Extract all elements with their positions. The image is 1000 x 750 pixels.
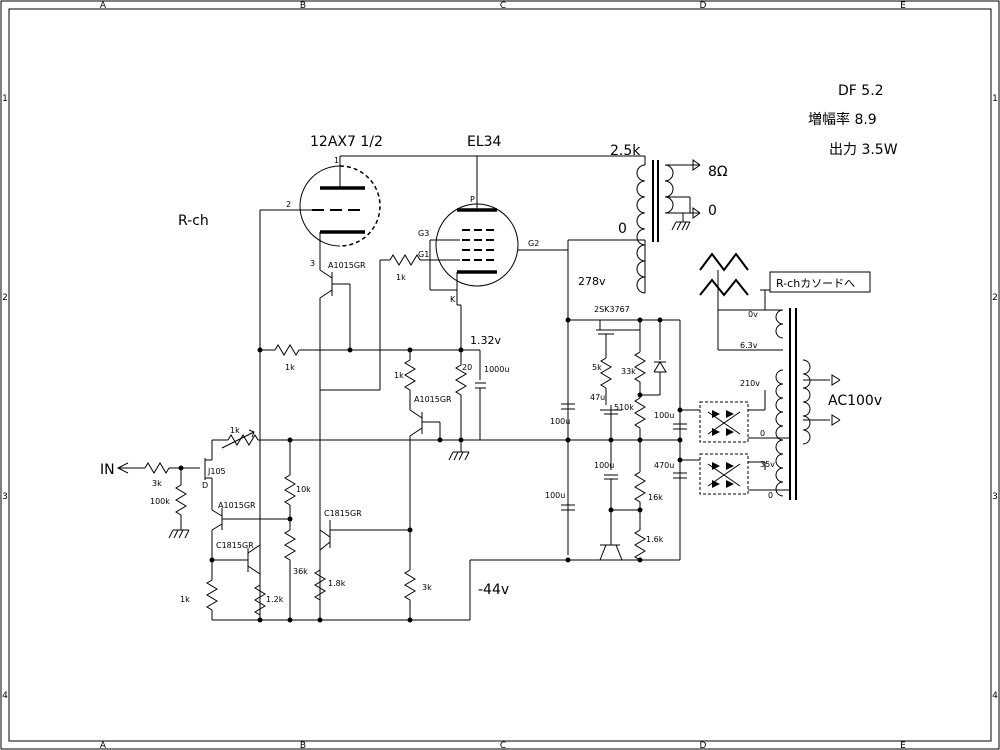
- ot-tap-0-label: 0: [708, 203, 717, 219]
- pin-label: 1: [334, 156, 339, 165]
- cathode-note-label: R-chカソードへ: [776, 277, 855, 290]
- part-label: 100u: [550, 417, 570, 426]
- pin-label: 2: [286, 200, 291, 209]
- part-label: 1.2k: [266, 595, 284, 604]
- col-label-bottom: A: [100, 741, 107, 750]
- ot-primary-zero-label: 0: [618, 221, 627, 237]
- neg-rail-voltage: -44v: [478, 582, 509, 598]
- triode-12ax7-symbol: [299, 156, 381, 270]
- row-label-right: 2: [992, 293, 998, 303]
- part-label: 20: [462, 363, 472, 372]
- part-label: 470u: [654, 461, 674, 470]
- sheet-inner-border: [8, 8, 992, 742]
- part-label: 510k: [614, 403, 634, 412]
- pin-label: 3: [310, 259, 315, 268]
- col-label-bottom: B: [300, 741, 306, 750]
- channel-label: R-ch: [178, 213, 209, 229]
- part-label: 33k: [621, 367, 636, 376]
- part-label: 3k: [152, 479, 162, 488]
- col-label-bottom: E: [900, 741, 906, 750]
- part-label: A1015GR: [328, 261, 366, 270]
- spec-df: DF 5.2: [838, 83, 884, 99]
- part-label: A1015GR: [414, 395, 452, 404]
- part-label: 100u: [594, 461, 614, 470]
- heater-symbol: [699, 252, 749, 297]
- pt-heater-0-label: 0v: [748, 310, 758, 319]
- part-label: 1k: [394, 371, 404, 380]
- row-label-left: 2: [2, 293, 8, 303]
- pt-lv-0-label: 0: [768, 491, 773, 500]
- power-transformer-symbol: [717, 270, 841, 500]
- row-label-right: 4: [992, 691, 998, 701]
- part-label: 5k: [592, 363, 602, 372]
- part-label: 100u: [545, 491, 565, 500]
- col-label-top: D: [700, 1, 707, 11]
- pin-label: G3: [418, 229, 429, 238]
- pin-label: G1: [418, 250, 429, 259]
- part-label: D: [202, 481, 208, 490]
- output-tube-label: EL34: [467, 134, 502, 150]
- frame-row-labels: 1 2 3 4 1 2 3 4: [2, 94, 998, 701]
- junctions: [178, 317, 683, 623]
- row-label-right: 1: [992, 94, 998, 104]
- part-label: 2SK3767: [594, 305, 630, 314]
- frame-col-labels: A B C D E A B C D E: [100, 1, 906, 750]
- row-label-left: 4: [2, 691, 8, 701]
- part-label: C1815GR: [324, 509, 362, 518]
- bridge-rectifier-hv: [699, 401, 749, 443]
- pt-hv-0-label: 0: [760, 429, 765, 438]
- spec-gain: 増幅率 8.9: [808, 111, 877, 128]
- part-label: 100k: [150, 497, 170, 506]
- part-label: A1015GR: [218, 501, 256, 510]
- col-label-top: A: [100, 1, 107, 11]
- part-label: 1.8k: [328, 579, 346, 588]
- part-label: 3k: [422, 583, 432, 592]
- input-label: IN: [100, 462, 115, 478]
- part-label: 1k: [230, 426, 240, 435]
- ot-tap-8-label: 8Ω: [708, 164, 728, 180]
- wiring: [118, 155, 790, 621]
- ot-primary-label: 2.5k: [610, 143, 641, 159]
- col-label-top: C: [500, 1, 506, 11]
- part-label: 16k: [648, 493, 663, 502]
- pin-label: K: [450, 295, 456, 304]
- part-label: J105: [207, 467, 226, 476]
- row-label-left: 3: [2, 492, 8, 502]
- col-label-bottom: C: [500, 741, 506, 750]
- part-label: 100u: [654, 411, 674, 420]
- pin-label: P: [470, 195, 475, 204]
- pentode-el34-symbol: [435, 156, 568, 305]
- output-transformer-symbol: [636, 159, 701, 294]
- part-label: 1k: [396, 273, 406, 282]
- cathode-voltage: 1.32v: [470, 334, 501, 347]
- pin-label: G2: [528, 239, 539, 248]
- part-label: 36k: [293, 567, 308, 576]
- cathode-note-box: [769, 271, 871, 293]
- input-arrow: [116, 462, 129, 474]
- pt-lv-label: 35v: [760, 460, 775, 469]
- part-label: 1k: [285, 363, 295, 372]
- row-label-right: 3: [992, 492, 998, 502]
- part-label: 47u: [590, 393, 605, 402]
- pt-hv-label: 210v: [740, 379, 760, 388]
- driver-tube-label: 12AX7 1/2: [310, 134, 383, 150]
- part-label: 1000u: [484, 365, 509, 374]
- part-label: 1.6k: [646, 535, 664, 544]
- row-label-left: 1: [2, 94, 8, 104]
- ac-input-label: AC100v: [828, 393, 882, 409]
- col-label-bottom: D: [700, 741, 707, 750]
- part-labels: 1k A1015GR 1k 20 1000u 1k A1015GR 1k 3k …: [150, 261, 674, 604]
- col-label-top: E: [900, 1, 906, 11]
- col-label-top: B: [300, 1, 306, 11]
- part-label: 1k: [180, 595, 190, 604]
- b-plus-voltage: 278v: [578, 275, 606, 288]
- bridge-rectifier-lv: [699, 453, 749, 495]
- pt-heater-63-label: 6.3v: [740, 341, 758, 350]
- spec-power: 出力 3.5W: [829, 142, 898, 158]
- part-label: 10k: [296, 485, 311, 494]
- part-label: C1815GR: [216, 541, 254, 550]
